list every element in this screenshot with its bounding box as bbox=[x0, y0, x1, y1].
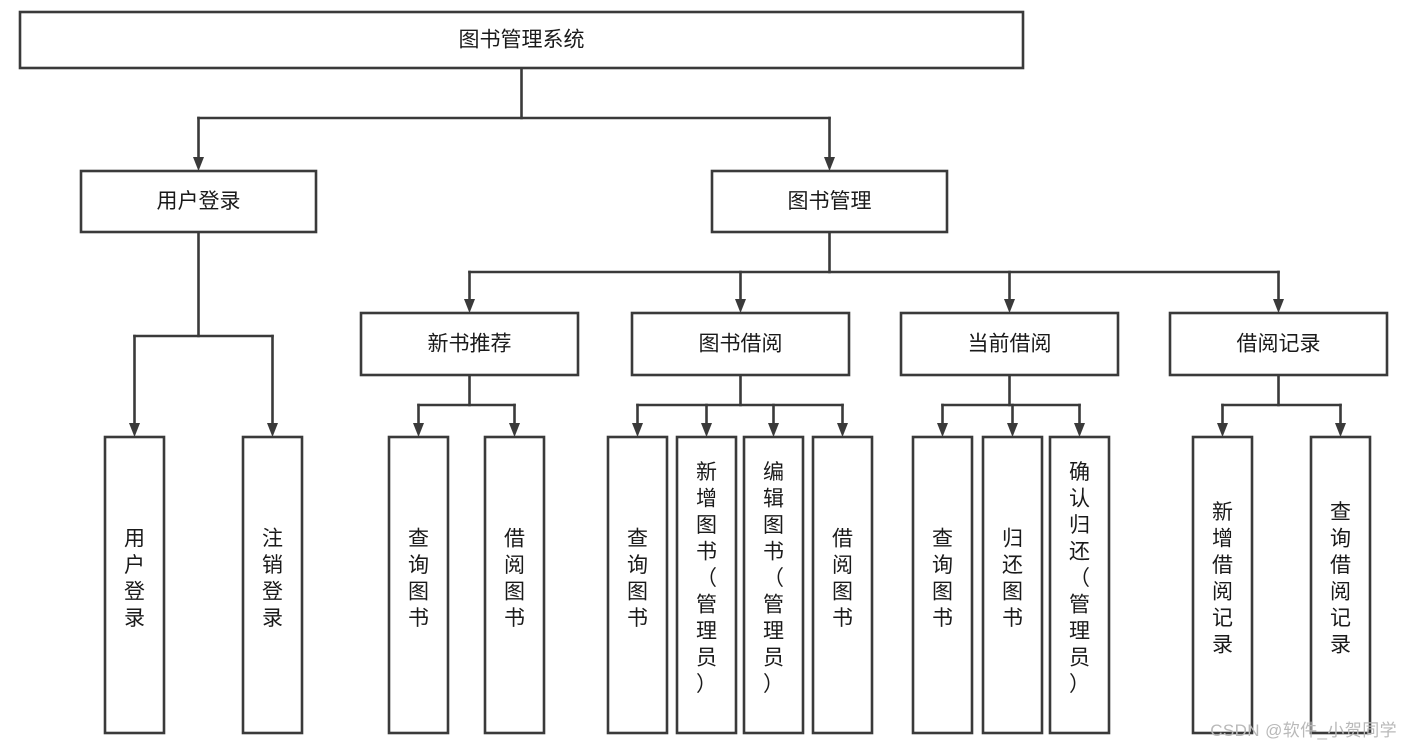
node-label: 新增图书（管理员） bbox=[696, 461, 717, 696]
node-label: 确认归还（管理员） bbox=[1069, 461, 1090, 696]
node-user-login[interactable]: 用户登录 bbox=[79, 169, 318, 234]
node-label: 新书推荐 bbox=[428, 333, 512, 356]
node-label: 查询借阅记录 bbox=[1330, 501, 1351, 657]
node-box bbox=[79, 169, 318, 234]
node-box bbox=[18, 10, 1025, 70]
node-label: 借阅图书 bbox=[504, 527, 525, 630]
arrow-head-icon bbox=[464, 299, 475, 313]
node-leaf-edit-book[interactable]: 编辑图书（管理员） bbox=[742, 435, 805, 735]
arrow-head-icon bbox=[1217, 423, 1228, 437]
node-label: 图书借阅 bbox=[699, 333, 783, 356]
node-box bbox=[899, 311, 1120, 377]
node-new-book-rec[interactable]: 新书推荐 bbox=[359, 311, 580, 377]
node-box bbox=[1191, 435, 1254, 735]
arrow-head-icon bbox=[937, 423, 948, 437]
node-box bbox=[483, 435, 546, 735]
node-leaf-query-book-borrow[interactable]: 查询图书 bbox=[606, 435, 669, 735]
node-box bbox=[981, 435, 1044, 735]
arrow-head-icon bbox=[1335, 423, 1346, 437]
node-root[interactable]: 图书管理系统 bbox=[18, 10, 1025, 70]
node-box bbox=[710, 169, 949, 234]
connectors-layer bbox=[129, 66, 1346, 437]
arrow-head-icon bbox=[267, 423, 278, 437]
arrow-head-icon bbox=[1074, 423, 1085, 437]
arrow-head-icon bbox=[632, 423, 643, 437]
node-box bbox=[359, 311, 580, 377]
arrow-head-icon bbox=[413, 423, 424, 437]
node-box bbox=[630, 311, 851, 377]
node-leaf-logout[interactable]: 注销登录 bbox=[241, 435, 304, 735]
arrow-head-icon bbox=[193, 157, 204, 171]
node-box bbox=[241, 435, 304, 735]
node-label: 借阅记录 bbox=[1237, 333, 1321, 356]
node-label: 注销登录 bbox=[262, 527, 283, 630]
node-label: 图书管理 bbox=[788, 190, 872, 213]
node-box bbox=[675, 435, 738, 735]
node-box bbox=[606, 435, 669, 735]
node-label: 借阅图书 bbox=[832, 527, 853, 630]
node-box bbox=[811, 435, 874, 735]
node-leaf-query-record[interactable]: 查询借阅记录 bbox=[1309, 435, 1372, 735]
node-label: 查询图书 bbox=[408, 527, 429, 630]
arrow-head-icon bbox=[701, 423, 712, 437]
node-box bbox=[1168, 311, 1389, 377]
node-label: 编辑图书（管理员） bbox=[763, 461, 784, 696]
node-label: 用户登录 bbox=[124, 527, 145, 630]
node-leaf-add-record[interactable]: 新增借阅记录 bbox=[1191, 435, 1254, 735]
node-label: 图书管理系统 bbox=[459, 29, 585, 52]
arrow-head-icon bbox=[1273, 299, 1284, 313]
node-leaf-add-book[interactable]: 新增图书（管理员） bbox=[675, 435, 738, 735]
node-book-manage[interactable]: 图书管理 bbox=[710, 169, 949, 234]
arrow-head-icon bbox=[824, 157, 835, 171]
node-box bbox=[103, 435, 166, 735]
node-current-borrow[interactable]: 当前借阅 bbox=[899, 311, 1120, 377]
node-borrow-record[interactable]: 借阅记录 bbox=[1168, 311, 1389, 377]
node-leaf-borrow-book[interactable]: 借阅图书 bbox=[811, 435, 874, 735]
arrow-head-icon bbox=[509, 423, 520, 437]
nodes-layer: 图书管理系统用户登录图书管理新书推荐图书借阅当前借阅借阅记录用户登录注销登录查询… bbox=[18, 10, 1389, 735]
node-box bbox=[742, 435, 805, 735]
node-box bbox=[1048, 435, 1111, 735]
node-label: 归还图书 bbox=[1002, 527, 1023, 630]
arrow-head-icon bbox=[837, 423, 848, 437]
node-leaf-return-book[interactable]: 归还图书 bbox=[981, 435, 1044, 735]
arrow-head-icon bbox=[1007, 423, 1018, 437]
node-box bbox=[387, 435, 450, 735]
node-leaf-query-book-current[interactable]: 查询图书 bbox=[911, 435, 974, 735]
node-label: 新增借阅记录 bbox=[1212, 501, 1233, 657]
node-label: 查询图书 bbox=[627, 527, 648, 630]
arrow-head-icon bbox=[1004, 299, 1015, 313]
node-box bbox=[1309, 435, 1372, 735]
arrow-head-icon bbox=[735, 299, 746, 313]
node-box bbox=[911, 435, 974, 735]
node-label: 当前借阅 bbox=[968, 333, 1052, 356]
node-leaf-borrow-book-rec[interactable]: 借阅图书 bbox=[483, 435, 546, 735]
node-label: 查询图书 bbox=[932, 527, 953, 630]
node-label: 用户登录 bbox=[157, 190, 241, 213]
arrow-head-icon bbox=[129, 423, 140, 437]
arrow-head-icon bbox=[768, 423, 779, 437]
node-leaf-user-login[interactable]: 用户登录 bbox=[103, 435, 166, 735]
node-leaf-confirm-return[interactable]: 确认归还（管理员） bbox=[1048, 435, 1111, 735]
node-leaf-query-book-rec[interactable]: 查询图书 bbox=[387, 435, 450, 735]
node-book-borrow[interactable]: 图书借阅 bbox=[630, 311, 851, 377]
